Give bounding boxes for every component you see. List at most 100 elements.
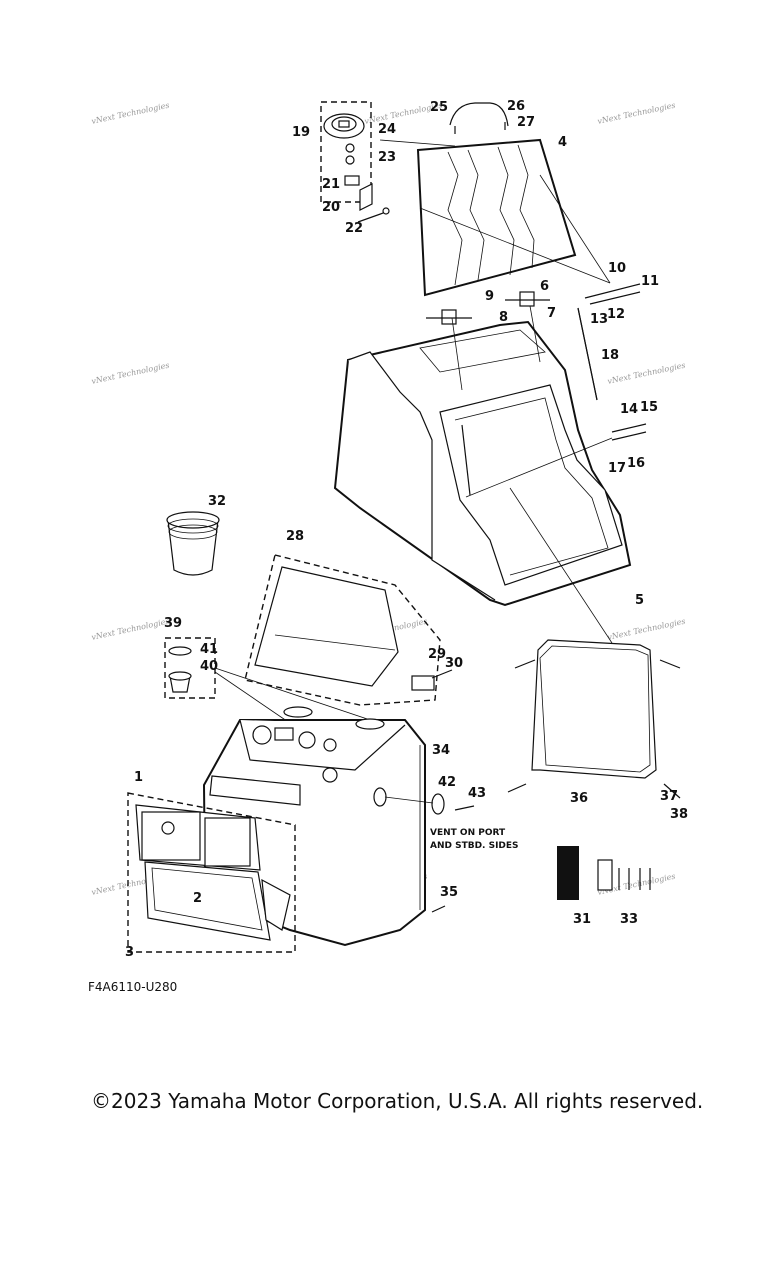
part-label: 12	[607, 307, 625, 322]
part-label: 13	[590, 312, 608, 327]
leader-line	[465, 437, 613, 498]
storage-box-inner	[454, 397, 609, 576]
tool-pouch	[597, 859, 613, 891]
cup-holder-ring	[168, 646, 192, 656]
part-labels: 1 2 3 4 5 6 7 8 9 10 11 12 13 14 15 16 1…	[125, 99, 688, 960]
gas-strut	[577, 307, 598, 401]
part-label: 32	[208, 494, 226, 509]
part-label: 15	[640, 400, 658, 415]
storage-box	[333, 320, 632, 607]
hatch-cover-panel	[416, 138, 577, 297]
door-knob	[161, 821, 175, 835]
part-label: 39	[164, 616, 182, 631]
gasket-screw	[514, 659, 536, 669]
gauge	[298, 731, 316, 749]
bucket-ring	[168, 524, 218, 540]
vent-hole	[373, 787, 387, 807]
storage-box-opening	[439, 384, 623, 586]
part-label: 18	[601, 348, 619, 363]
leader-line	[509, 487, 613, 644]
screw-35	[431, 905, 446, 913]
gasket-screw	[507, 783, 527, 793]
part-label: 38	[670, 807, 688, 822]
part-label: 4	[558, 135, 567, 150]
cup-holder-rim	[168, 671, 192, 681]
panel-fold	[274, 634, 396, 651]
screw	[357, 211, 387, 223]
gasket-inner	[539, 645, 651, 773]
leader-line	[419, 207, 611, 284]
fastener-plate	[411, 675, 435, 691]
vent-note-line2: AND STBD. SIDES	[430, 841, 519, 851]
part-label: 33	[620, 912, 638, 927]
part-label: 22	[345, 221, 363, 236]
copyright-text: ©2023 Yamaha Motor Corporation, U.S.A. A…	[91, 1089, 703, 1113]
vent-screw	[454, 805, 475, 811]
part-label: 42	[438, 775, 456, 790]
watermark: vNext Technologies	[91, 361, 171, 386]
plate	[359, 183, 373, 211]
vent-note: VENT ON PORT AND STBD. SIDES	[430, 828, 519, 851]
hinge	[441, 309, 457, 325]
hatch-cap-assembly	[320, 101, 390, 223]
gauge	[252, 725, 272, 745]
cap-handle	[338, 120, 350, 128]
vent-cover	[431, 793, 445, 815]
hinge	[519, 291, 535, 307]
leader-lines-4	[379, 139, 613, 644]
part-label: 35	[440, 885, 458, 900]
hinges	[426, 291, 550, 325]
part-label: 26	[507, 99, 525, 114]
panel-28	[254, 566, 399, 687]
part-label: 14	[620, 402, 638, 417]
part-label: 16	[627, 456, 645, 471]
bucket-body	[167, 519, 219, 576]
part-label: 25	[430, 100, 448, 115]
cup-holder-hole	[355, 718, 385, 730]
part-label: 41	[200, 642, 218, 657]
leader-line	[529, 305, 541, 363]
gasket-screw	[663, 783, 681, 799]
tool-kit-33	[597, 859, 651, 891]
handle-rail	[449, 102, 509, 127]
part-label: 31	[573, 912, 591, 927]
part-label: 19	[292, 125, 310, 140]
part-label: 30	[445, 656, 463, 671]
display	[274, 727, 294, 741]
fastener-screw	[431, 669, 453, 679]
leader-line	[539, 174, 611, 284]
part-label: 37	[660, 789, 678, 804]
storage-box-top	[419, 329, 546, 373]
storage-box-edge	[347, 351, 496, 601]
hatch-cover-rib	[497, 146, 515, 276]
gauge	[323, 738, 337, 752]
part-label: 28	[286, 529, 304, 544]
bucket-rim	[166, 511, 220, 529]
part-label: 40	[200, 659, 218, 674]
door-hinge-flap	[261, 878, 291, 931]
label-plate-31	[557, 846, 579, 900]
bucket	[166, 511, 220, 576]
door-inner	[151, 867, 263, 931]
dashed-group-box	[127, 792, 296, 953]
dashed-group-box	[244, 554, 441, 706]
bucket-ring	[167, 518, 219, 534]
watermark: vNext Technologies	[607, 617, 687, 642]
door-panel	[141, 811, 201, 861]
glove-box-lid	[209, 775, 301, 806]
leader-line	[379, 139, 456, 147]
part-label: 2	[193, 891, 202, 906]
part-label: 43	[468, 786, 486, 801]
hatch-cover-rib	[467, 149, 485, 281]
part-label: 27	[517, 115, 535, 130]
part-label: 21	[322, 177, 340, 192]
door-panel	[204, 817, 251, 867]
panel-28-group	[244, 554, 441, 706]
part-label: 34	[432, 743, 450, 758]
door-frame-lower	[144, 861, 271, 941]
gasket-screw	[659, 659, 681, 669]
washer	[345, 143, 355, 153]
fasteners-lower	[611, 423, 647, 441]
leader-line	[384, 796, 434, 804]
bolt	[611, 431, 647, 441]
